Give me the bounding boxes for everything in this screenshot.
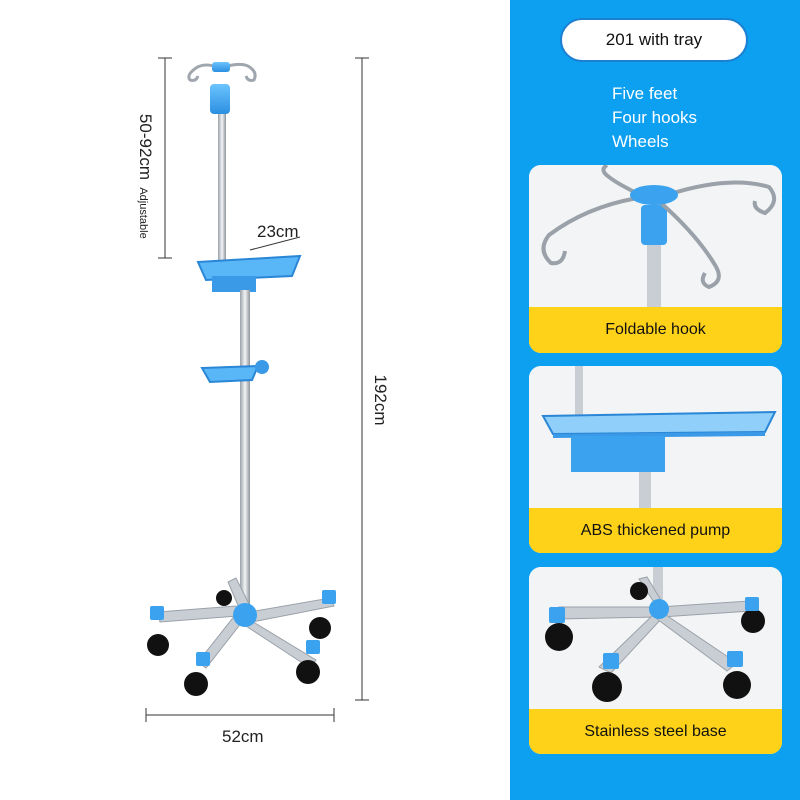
- hook-closeup-image: [529, 165, 782, 310]
- feature-five-feet: Five feet: [612, 84, 678, 103]
- hook-hub: [212, 62, 230, 72]
- product-model-badge: 201 with tray: [560, 18, 748, 62]
- card-label-steel-base: Stainless steel base: [529, 709, 782, 754]
- card-steel-base: Stainless steel base: [529, 567, 782, 754]
- tray-closeup-image: [529, 366, 782, 508]
- tray: [196, 254, 302, 282]
- tray-bracket: [212, 276, 256, 292]
- caster-wheels: [147, 590, 331, 696]
- hook-cluster: [187, 62, 257, 82]
- height-dimension-line: [145, 57, 369, 722]
- base-hub: [233, 603, 257, 627]
- tray-width-label: 23cm: [257, 222, 299, 241]
- base-closeup-image: [529, 567, 782, 709]
- holder-clamp: [255, 360, 269, 374]
- upper-pole: [218, 110, 226, 260]
- card-foldable-hook: Foldable hook: [529, 165, 782, 353]
- bottle-holder: [200, 364, 260, 384]
- base-width-label: 52cm: [222, 727, 264, 746]
- iv-stand-illustration: [145, 57, 369, 722]
- total-height-label: 192cm: [371, 374, 390, 426]
- feature-four-hooks: Four hooks: [612, 108, 698, 127]
- adjustable-note-label: Adjustable: [137, 187, 149, 239]
- card-abs-pump: ABS thickened pump: [529, 366, 782, 553]
- height-adjust-knob: [210, 84, 230, 114]
- lower-pole: [240, 290, 250, 610]
- feature-wheels: Wheels: [612, 132, 669, 151]
- card-label-abs-pump: ABS thickened pump: [529, 508, 782, 553]
- card-label-foldable-hook: Foldable hook: [529, 307, 782, 353]
- caster-covers: [150, 590, 336, 666]
